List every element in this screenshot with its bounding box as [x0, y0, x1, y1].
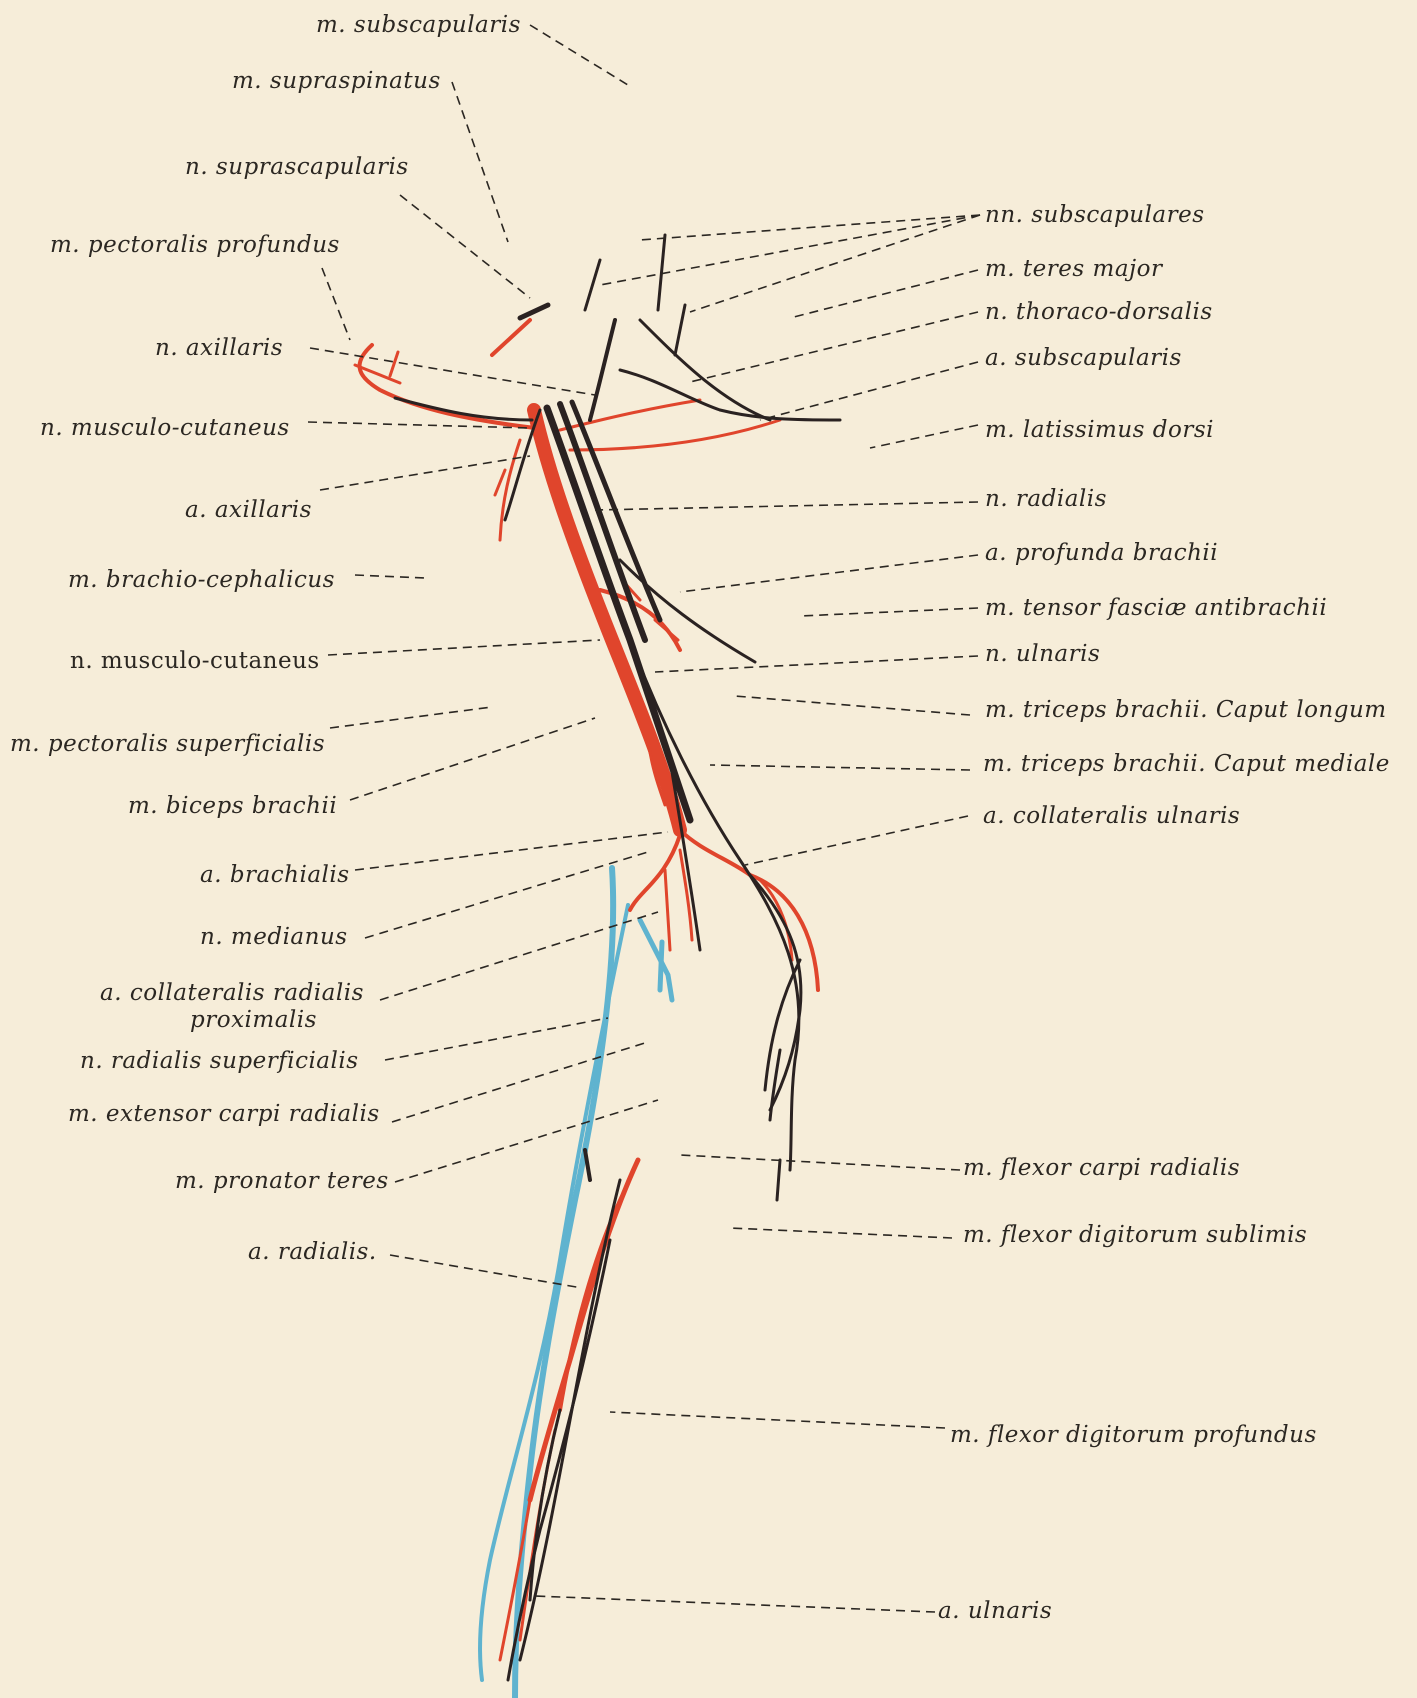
- label-n-ulnaris: n. ulnaris: [985, 641, 1100, 667]
- label-m-biceps-brachii: m. biceps brachii: [128, 793, 337, 819]
- label-a-collateralis-radialis: a. collateralis radialis: [100, 980, 364, 1006]
- label-m-extensor-carpi-radialis: m. extensor carpi radialis: [68, 1101, 380, 1127]
- label-nn-subscapulares: nn. subscapulares: [985, 202, 1205, 228]
- label-m-pectoralis-superficialis: m. pectoralis superficialis: [10, 731, 325, 757]
- label-m-flexor-digitorum-profundus: m. flexor digitorum profundus: [950, 1422, 1317, 1448]
- label-n-medianus: n. medianus: [200, 924, 348, 950]
- label-n-radialis: n. radialis: [985, 486, 1107, 512]
- label-n-axillaris: n. axillaris: [155, 335, 283, 361]
- label-m-pronator-teres: m. pronator teres: [175, 1168, 389, 1194]
- label-m-supraspinatus: m. supraspinatus: [232, 68, 441, 94]
- label-n-musculo-cutaneus-lower: n. musculo-cutaneus: [70, 648, 320, 674]
- label-n-suprascapularis: n. suprascapularis: [185, 154, 409, 180]
- label-m-triceps-caput-longum: m. triceps brachii. Caput longum: [985, 697, 1387, 723]
- label-a-radialis: a. radialis.: [248, 1239, 377, 1265]
- label-m-brachio-cephalicus: m. brachio-cephalicus: [68, 567, 335, 593]
- label-n-musculo-cutaneus-upper: n. musculo-cutaneus: [40, 415, 290, 441]
- label-a-ulnaris: a. ulnaris: [938, 1598, 1052, 1624]
- label-m-tensor-fasciae-antibrachii: m. tensor fasciæ antibrachii: [985, 595, 1327, 621]
- label-m-teres-major: m. teres major: [985, 256, 1163, 282]
- label-m-latissimus-dorsi: m. latissimus dorsi: [985, 417, 1214, 443]
- label-m-triceps-caput-mediale: m. triceps brachii. Caput mediale: [983, 751, 1390, 777]
- label-a-collateralis-radialis-proximalis: proximalis: [190, 1007, 317, 1033]
- label-a-profunda-brachii: a. profunda brachii: [985, 540, 1218, 566]
- veins: [480, 868, 672, 1698]
- label-a-axillaris: a. axillaris: [185, 497, 312, 523]
- leader-lines: [308, 25, 980, 1612]
- label-n-radialis-superficialis: n. radialis superficialis: [80, 1048, 359, 1074]
- label-a-subscapularis: a. subscapularis: [985, 345, 1182, 371]
- label-m-flexor-carpi-radialis: m. flexor carpi radialis: [963, 1155, 1240, 1181]
- label-n-thoraco-dorsalis: n. thoraco-dorsalis: [985, 299, 1213, 325]
- label-m-pectoralis-profundus: m. pectoralis profundus: [50, 232, 340, 258]
- label-a-brachialis: a. brachialis: [200, 862, 350, 888]
- label-a-collateralis-ulnaris: a. collateralis ulnaris: [983, 803, 1240, 829]
- label-m-subscapularis: m. subscapularis: [316, 12, 521, 38]
- label-m-flexor-digitorum-sublimis: m. flexor digitorum sublimis: [963, 1222, 1307, 1248]
